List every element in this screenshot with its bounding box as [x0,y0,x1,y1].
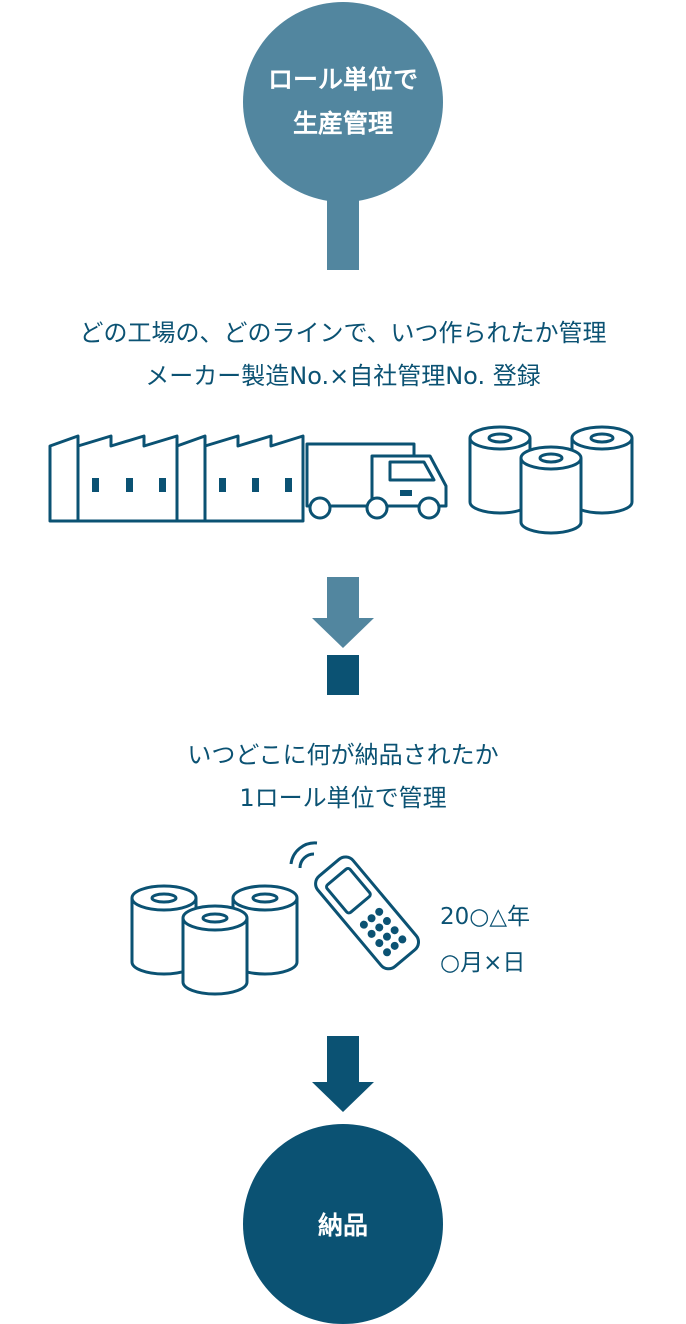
paper-roll-icon [468,425,532,515]
paper-roll-icon [181,904,249,996]
scan-date: 20○△年 ○月×日 [440,894,530,986]
paper-roll-icon [519,445,583,535]
start-node-label-line2: 生産管理 [292,109,393,138]
step1-line2: メーカー製造No.×自社管理No. 登録 [145,362,541,390]
start-node-circle: ロール単位で 生産管理 [243,2,443,202]
step2-line2: 1ロール単位で管理 [239,784,447,812]
top-connector [327,195,359,270]
step1-caption: どの工場の、どのラインで、いつ作られたか管理 メーカー製造No.×自社管理No.… [0,312,686,398]
step1-line1: どの工場の、どのラインで、いつ作られたか管理 [79,319,607,347]
step2-caption: いつどこに何が納品されたか 1ロール単位で管理 [0,734,686,820]
arrow-down-icon [312,577,374,695]
scan-date-line2: ○月×日 [440,950,526,976]
handheld-scanner-icon [314,855,421,971]
start-node-label-line1: ロール単位で [267,65,418,94]
scan-date-line1: 20○△年 [440,904,531,930]
step2-line1: いつどこに何が納品されたか [187,741,499,769]
factory-icon [175,434,305,523]
paper-roll-icon [231,884,299,976]
end-node-label: 納品 [317,1211,368,1240]
delivery-truck-icon [305,442,448,520]
end-node-circle: 納品 [243,1124,443,1324]
wireless-signal-icon [289,841,318,869]
arrow-down-icon [312,1036,374,1112]
factory-icon [48,434,179,523]
